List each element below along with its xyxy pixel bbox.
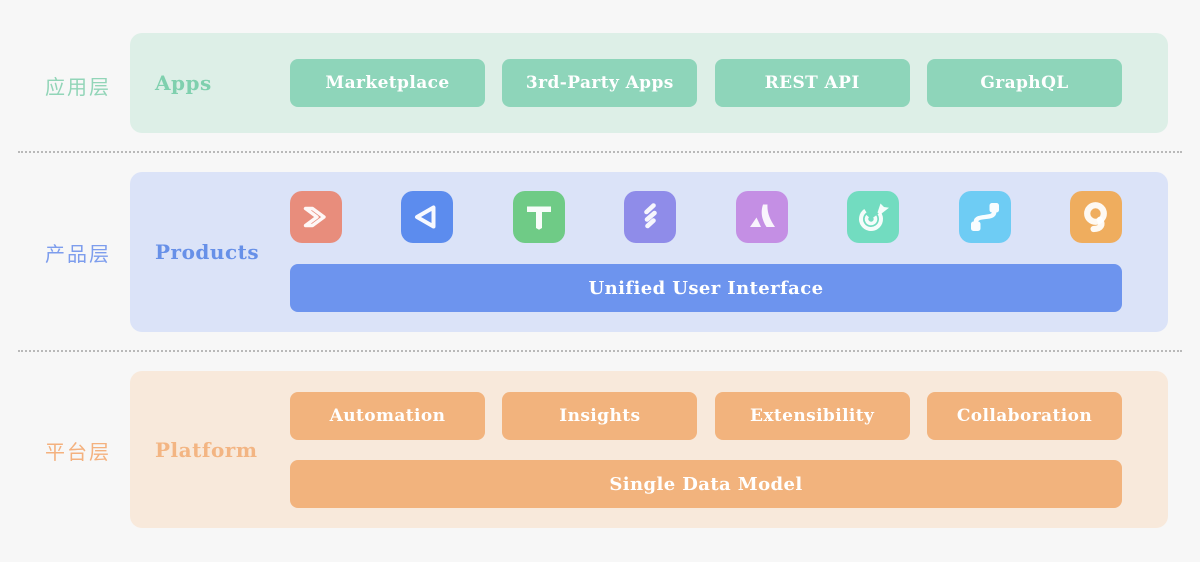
platform-panel: Platform Automation Insights Extensibili…: [130, 371, 1168, 528]
dotted-separator-top: [18, 151, 1182, 153]
flame-product-icon: [624, 191, 677, 243]
dotted-separator-bottom: [18, 350, 1182, 352]
target-icon: [859, 203, 890, 231]
target-product-icon: [847, 191, 900, 243]
triangle-product-icon: [401, 191, 454, 243]
chip-graphql: GraphQL: [926, 59, 1122, 107]
products-panel-title: Products: [155, 240, 260, 264]
products-layer-side-label: 产品层: [45, 242, 111, 266]
single-data-model-bar: Single Data Model: [290, 460, 1122, 508]
products-panel: Products: [130, 172, 1168, 332]
q-pin-product-icon: [1069, 191, 1122, 243]
t-letter-product-icon: [512, 191, 565, 243]
chip-extensibility: Extensibility: [714, 392, 910, 440]
mountain-a-icon: [749, 204, 775, 227]
chip-rest-api: REST API: [714, 59, 910, 107]
apps-panel-title: Apps: [155, 71, 212, 95]
platform-chip-row: Automation Insights Extensibility Collab…: [290, 392, 1122, 440]
platform-panel-title: Platform: [155, 437, 258, 462]
chip-collaboration: Collaboration: [926, 392, 1122, 440]
apps-panel: Apps Marketplace 3rd-Party Apps REST API…: [130, 33, 1168, 133]
product-icon-row: [290, 191, 1122, 243]
unified-user-interface-bar: Unified User Interface: [290, 264, 1122, 312]
arrow-icon: [303, 206, 326, 228]
t-letter-icon: [526, 206, 551, 230]
workflow-product-icon: [958, 191, 1011, 243]
triangle-icon: [415, 205, 436, 229]
chip-insights: Insights: [502, 392, 698, 440]
chip-marketplace: Marketplace: [290, 59, 485, 107]
arrow-product-icon: [290, 191, 342, 243]
q-pin-icon: [1084, 202, 1107, 233]
platform-layer-side-label: 平台层: [45, 440, 111, 464]
apps-chip-row: Marketplace 3rd-Party Apps REST API Grap…: [290, 59, 1122, 107]
chip-automation: Automation: [290, 392, 485, 440]
chip-3rd-party-apps: 3rd-Party Apps: [502, 59, 698, 107]
workflow-icon: [970, 203, 999, 231]
apps-layer-side-label: 应用层: [45, 75, 111, 99]
flame-icon: [644, 203, 658, 229]
mountain-a-product-icon: [735, 191, 788, 243]
